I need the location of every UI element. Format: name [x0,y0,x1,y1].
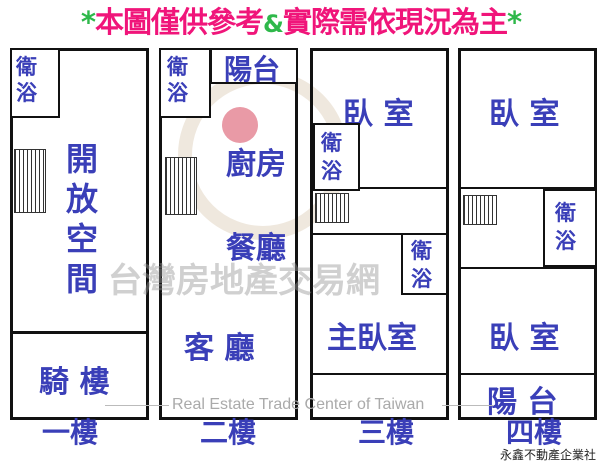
open-space-label: 開放空間 [65,140,98,298]
living-label: 客 廳 [184,331,255,366]
bathroom: 衛浴 [159,48,211,118]
balcony: 陽台 [210,48,298,86]
wall [461,373,594,375]
bathroom: 衛浴 [401,233,448,295]
bathroom: 衛浴 [313,123,360,191]
watermark-line [105,405,169,406]
watermark-line [442,405,494,406]
watermark-text: 台灣房地產交易網 [108,261,380,301]
watermark-subtitle: Real Estate Trade Center of Taiwan [172,396,425,413]
floor-4-plan: 臥 室 衛浴 臥 室 陽 台 [458,48,597,420]
stairs [463,195,497,225]
stairs [165,157,197,215]
floor-3-label: 三樓 [358,416,415,449]
floor-3-plan: 臥 室 衛浴 衛浴 主臥室 [310,48,449,420]
bathroom: 衛浴 [10,48,60,118]
master-bedroom-label: 主臥室 [327,321,417,356]
wall [313,373,446,375]
dining-label: 餐廳 [226,231,286,266]
disclaimer-title: *本圖僅供參考&實際需依現況為主* [80,5,522,39]
bedroom-label: 臥 室 [489,97,560,132]
stairs [315,193,349,223]
marker-dot [222,107,258,143]
wall [359,187,446,189]
floor-2-plan: 衛浴 陽台 廚房 餐廳 客 廳 [159,48,298,420]
wall [461,267,594,269]
bathroom: 衛浴 [543,189,597,267]
wall [313,233,446,235]
wall [13,331,146,334]
floor-1-plan: 衛浴 開放空間 騎 樓 [10,48,149,420]
wall [461,187,594,189]
arcade-label: 騎 樓 [39,365,110,400]
bedroom-label: 臥 室 [489,321,560,356]
balcony-label: 陽 台 [487,385,558,420]
floor-1-label: 一樓 [42,416,99,449]
floor-4-label: 四樓 [506,416,563,449]
stairs [14,149,46,213]
company-name: 永鑫不動產企業社 [499,448,596,462]
floor-2-label: 二樓 [200,416,257,449]
kitchen-label: 廚房 [226,147,286,182]
